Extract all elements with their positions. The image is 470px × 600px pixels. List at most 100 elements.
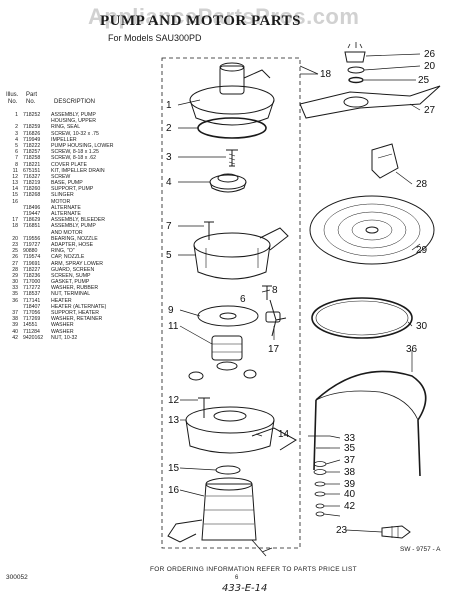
callout-label: 12 <box>168 395 180 406</box>
callout-label: 35 <box>344 443 356 454</box>
illus-number: 25 <box>12 248 18 255</box>
pump-gasket <box>311 297 413 339</box>
heater <box>313 370 427 477</box>
part-description: ASSEMBLY, PUMP <box>51 223 96 230</box>
part-number: 718259 <box>23 124 41 131</box>
parts-table-row: HOUSING, UPPER <box>6 118 156 124</box>
part-description: BEARING, NOZZLE <box>51 235 98 242</box>
pump-base <box>185 406 275 454</box>
callout-label: 39 <box>344 479 356 490</box>
part-description: NUT, 10-32 <box>51 334 78 341</box>
header-description: DESCRIPTION <box>54 99 96 105</box>
part-number: 717056 <box>23 310 41 316</box>
illus-number: 36 <box>12 297 18 304</box>
part-description: GASKET, PUMP <box>51 279 90 286</box>
callout-label: 30 <box>416 321 428 332</box>
part-description: ADAPTER, HOSE <box>51 241 94 248</box>
part-number: 718268 <box>23 192 41 199</box>
screw-seven <box>204 221 214 240</box>
part-description: RING, "O" <box>51 248 75 255</box>
screen-guard <box>371 143 399 179</box>
part-number: 719727 <box>23 241 41 248</box>
part-description: COVER PLATE <box>51 161 87 168</box>
part-number: 711284 <box>23 328 40 335</box>
parts-table-row: 23 719727 ADAPTER, HOSE <box>6 242 156 248</box>
callout-label: 23 <box>336 525 348 536</box>
callout-label: 28 <box>416 179 428 190</box>
cover-plate <box>262 285 272 300</box>
part-number: 716826 <box>23 130 41 137</box>
part-description: SCREW, 8-18 x .62 <box>51 155 96 162</box>
illus-number: 37 <box>12 310 18 316</box>
part-number: 717000 <box>23 279 41 286</box>
callout-label: 6 <box>240 294 246 305</box>
callout-label: 13 <box>168 415 180 426</box>
part-description: HEATER (ALTERNATE) <box>51 303 107 310</box>
callout-label: 16 <box>168 485 180 496</box>
illus-number: 23 <box>12 241 18 248</box>
callout-label: 7 <box>166 221 172 232</box>
illus-number: 18 <box>12 223 18 230</box>
part-number: 719574 <box>23 254 41 261</box>
callout-label: 42 <box>344 501 356 512</box>
callout-label: 1 <box>166 100 172 111</box>
illus-number: 33 <box>12 285 18 292</box>
part-description: SCREEN, SUMP <box>51 272 91 279</box>
parts-table-row: 7 718258 SCREW, 8-18 x .62 <box>6 155 156 161</box>
watermark: AppliancePartsPros.com <box>88 4 360 29</box>
illus-number: 7 <box>15 155 18 162</box>
lower-spray-arm <box>299 85 441 119</box>
callout-label: 2 <box>166 123 172 134</box>
callout-label: 29 <box>416 245 428 256</box>
illus-number: 12 <box>12 173 18 180</box>
illus-number: 38 <box>12 316 18 323</box>
callout-label: 8 <box>272 285 278 296</box>
illus-number: 20 <box>12 235 18 242</box>
part-description: ALTERNATE <box>51 211 81 217</box>
callout-label: 37 <box>344 455 356 466</box>
part-number: 717141 <box>23 297 41 304</box>
callout-label: 3 <box>166 152 172 163</box>
part-description: KIT, IMPELLER DRAIN <box>51 167 105 174</box>
part-number: 718537 <box>23 291 41 298</box>
part-description: SCREW <box>51 173 71 180</box>
part-number: 718258 <box>23 155 41 162</box>
illus-number: 15 <box>12 192 18 199</box>
illus-number: 4 <box>15 136 18 143</box>
impeller <box>209 173 247 193</box>
callout-label: 17 <box>268 344 280 355</box>
drawing-code: SW - 9757 - A <box>400 546 441 553</box>
part-description: HOUSING, UPPER <box>51 118 96 125</box>
callout-label: 11 <box>168 321 179 332</box>
part-description: WASHER, RUBBER <box>51 285 99 292</box>
part-description: WASHER, RETAINER <box>51 316 103 323</box>
illus-number: 28 <box>12 266 18 273</box>
heater-hardware <box>308 435 330 517</box>
callout-label: 40 <box>344 489 356 500</box>
callout-label: 14 <box>278 429 290 440</box>
part-number: 718252 <box>23 112 41 118</box>
part-description: RING, SEAL <box>51 124 81 131</box>
slinger <box>215 465 241 475</box>
part-description: ASSEMBLY, BLEEDER <box>51 217 106 224</box>
part-number: 718227 <box>23 266 41 273</box>
part-description: BASE, PUMP <box>51 180 83 187</box>
part-number: 719949 <box>23 136 41 143</box>
upper-pump-housing <box>189 62 275 126</box>
